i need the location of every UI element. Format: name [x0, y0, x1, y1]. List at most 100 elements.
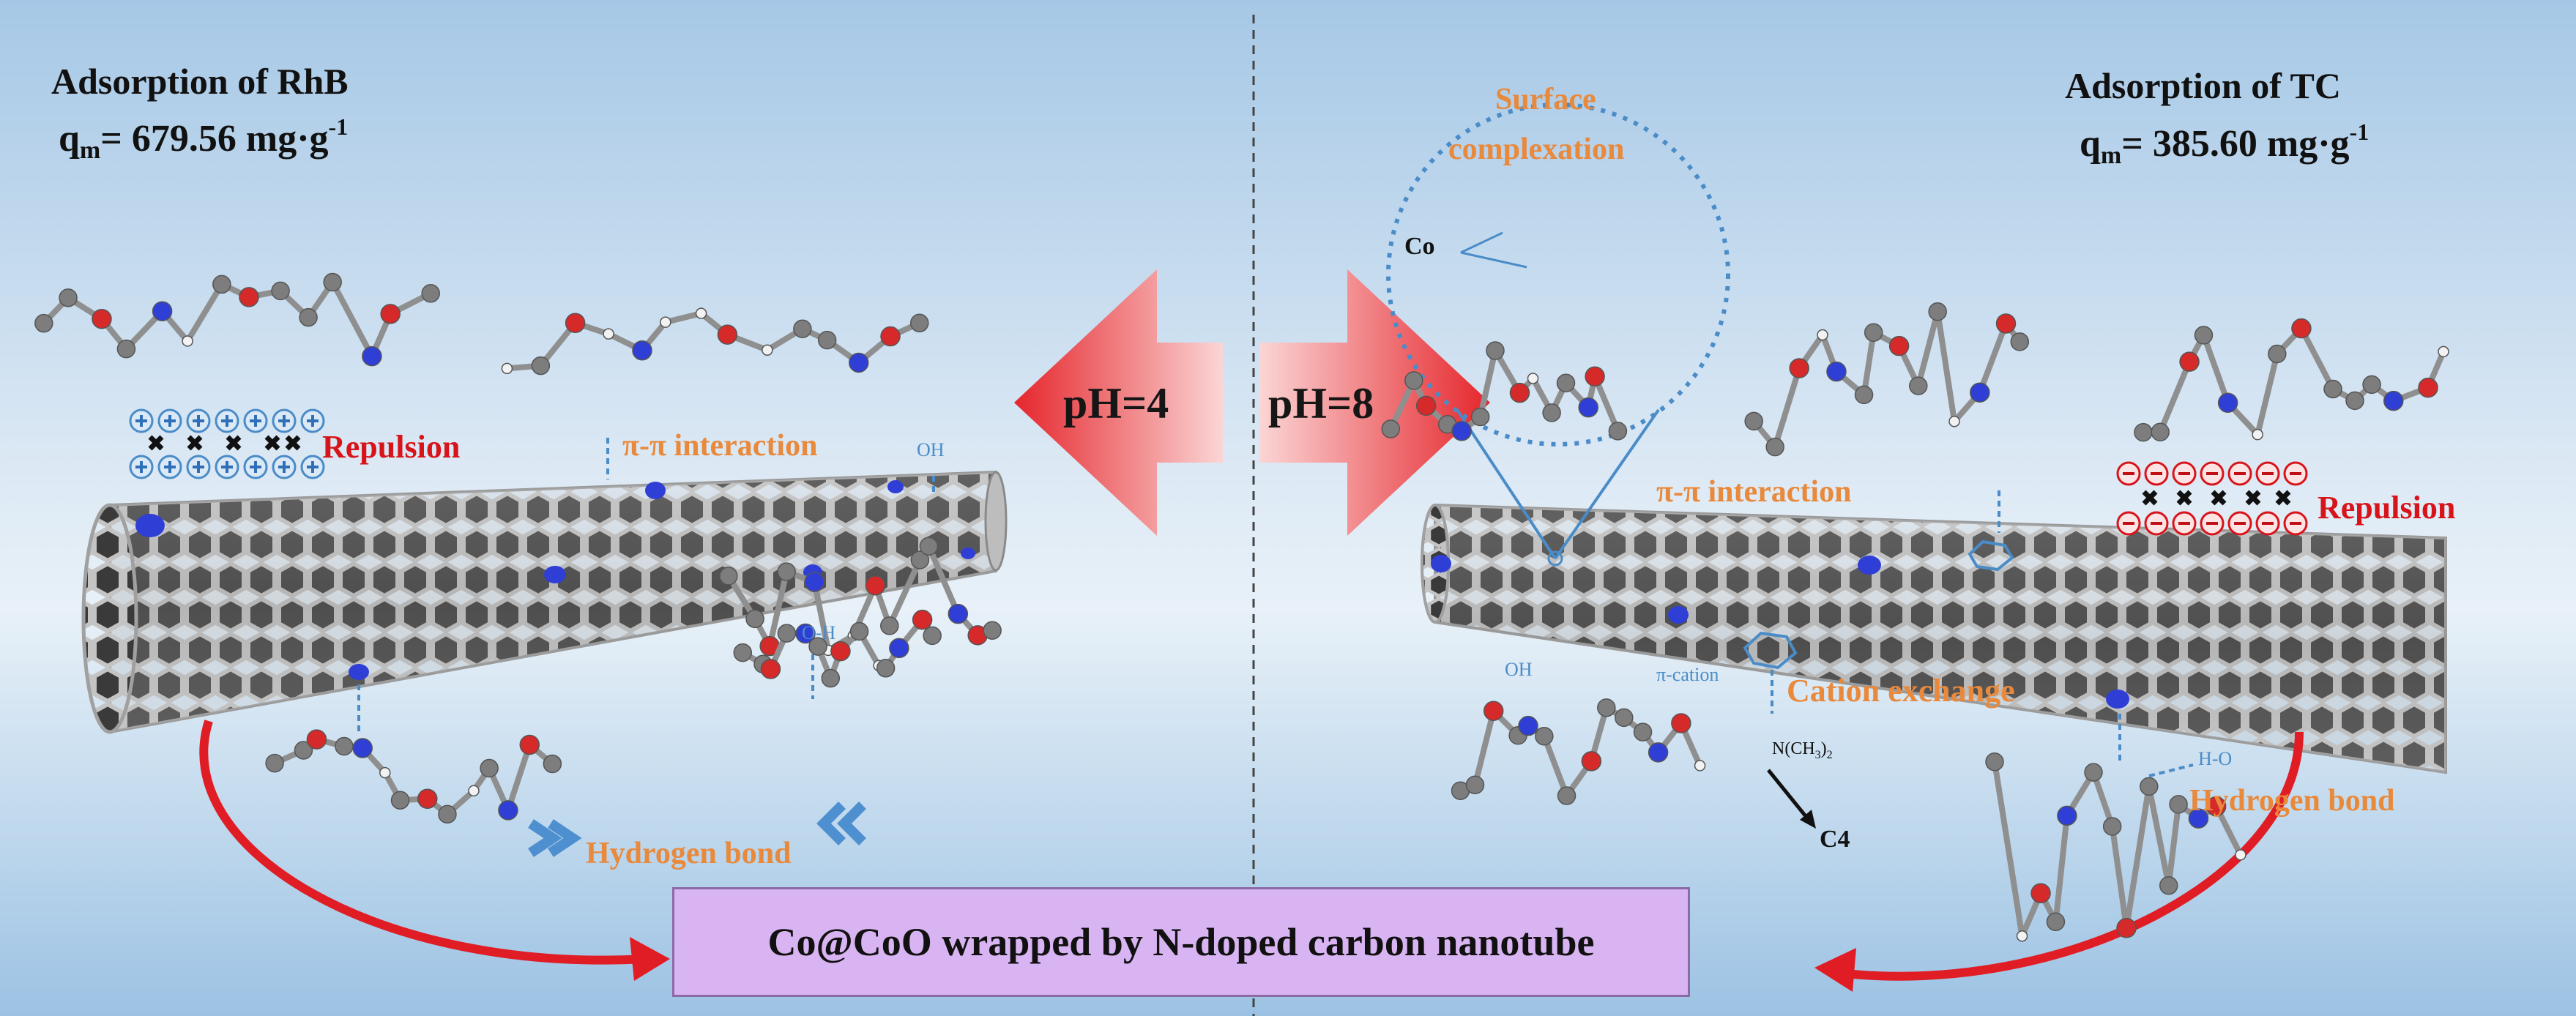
bond	[2200, 334, 2231, 404]
bond	[1472, 710, 1497, 786]
atom	[865, 575, 886, 596]
atom	[1985, 752, 2004, 772]
bond	[2157, 360, 2192, 433]
atom	[762, 344, 773, 356]
left-hydrogen-bond-label: Hydrogen bond	[586, 837, 792, 870]
atom	[294, 741, 313, 760]
atom	[919, 537, 939, 556]
atom	[793, 319, 812, 338]
atom	[1608, 422, 1628, 441]
c4-label: C4	[1820, 826, 1850, 853]
left-curve-arrow	[199, 720, 645, 965]
atom	[719, 567, 738, 586]
nitrogen-dot	[1858, 556, 1881, 575]
atom	[2235, 849, 2246, 861]
atom	[59, 288, 78, 307]
atom	[745, 609, 764, 629]
h-o-label: H-O	[2198, 748, 2233, 769]
nitrogen-dot	[349, 664, 369, 680]
right-curve-arrowhead	[1814, 948, 1856, 992]
interaction-arrows	[357, 438, 2194, 777]
callout-line	[1456, 408, 1557, 560]
atom	[1995, 313, 2017, 334]
atom	[910, 313, 929, 333]
atom	[468, 785, 480, 797]
surface-label-line2: complexation	[1448, 132, 1625, 166]
atom	[480, 758, 499, 778]
atom	[2268, 344, 2287, 364]
co-label: Co	[1404, 233, 1435, 260]
atom	[212, 274, 231, 294]
bond	[767, 571, 790, 647]
atom	[804, 572, 825, 592]
right-curve-arrow	[1844, 731, 2304, 981]
cross-marks	[2142, 490, 2291, 506]
atom	[2188, 808, 2209, 829]
atom	[2116, 917, 2137, 938]
atom	[1451, 421, 1472, 441]
caption-box: Co@CoO wrapped by N-doped carbon nanotub…	[672, 887, 1690, 997]
atom	[808, 637, 827, 656]
atom	[417, 788, 438, 810]
c4-arrow	[1767, 769, 1810, 821]
bond	[1772, 367, 1802, 448]
nitrogen-dot	[1668, 606, 1689, 624]
atom	[543, 754, 562, 774]
nitrogen-dot	[645, 482, 666, 499]
left-repulsion-label: Repulsion	[322, 429, 461, 465]
atom	[2134, 422, 2153, 442]
atom	[2159, 875, 2178, 895]
atom	[1404, 371, 1423, 390]
surface-complexation-circle	[1386, 102, 1730, 447]
bond	[2145, 785, 2172, 886]
bond	[185, 283, 225, 343]
atom	[1909, 376, 1928, 395]
bond	[505, 744, 533, 812]
atom	[299, 307, 318, 327]
cross-marks	[148, 435, 301, 451]
bond	[330, 280, 375, 358]
atom	[889, 638, 909, 659]
bond	[2109, 826, 2130, 929]
atom	[1694, 760, 1706, 772]
bond	[1541, 735, 1570, 797]
bond	[1977, 322, 2009, 394]
atom	[1486, 341, 1505, 360]
atom	[849, 621, 869, 641]
atom	[335, 736, 354, 756]
atom	[2016, 930, 2028, 942]
atom	[660, 316, 671, 328]
atom	[2179, 351, 2200, 372]
atom	[2057, 805, 2077, 826]
atom	[1483, 701, 1504, 721]
right-hydrogen-bond-label: Hydrogen bond	[2189, 784, 2395, 818]
atom	[92, 308, 112, 329]
nitrogen-dot	[135, 514, 165, 537]
atom	[2217, 392, 2238, 414]
nitrogen-dot	[887, 480, 904, 493]
nitrogen-dot	[2106, 690, 2129, 709]
atom	[733, 643, 753, 662]
atom	[239, 287, 259, 307]
bond	[2091, 771, 2115, 828]
plus-signs	[135, 415, 319, 473]
atom	[1581, 751, 1602, 772]
left-title: Adsorption of RhB	[51, 61, 349, 102]
bond	[2255, 353, 2280, 436]
atom	[501, 362, 513, 375]
surface-label-line1: Surface	[1495, 83, 1596, 116]
left-oh-bond-label: O-H	[802, 622, 836, 643]
atom	[1765, 437, 1784, 457]
atom	[2010, 332, 2030, 351]
atom	[2194, 326, 2214, 345]
atom	[1415, 395, 1437, 417]
atom	[1744, 411, 1763, 431]
atom	[438, 804, 457, 824]
bond	[664, 310, 702, 326]
atom	[1615, 708, 1634, 728]
atom	[880, 616, 899, 635]
right-pi-pi-label: π-π interaction	[1656, 475, 1852, 509]
atom	[1948, 415, 1960, 427]
